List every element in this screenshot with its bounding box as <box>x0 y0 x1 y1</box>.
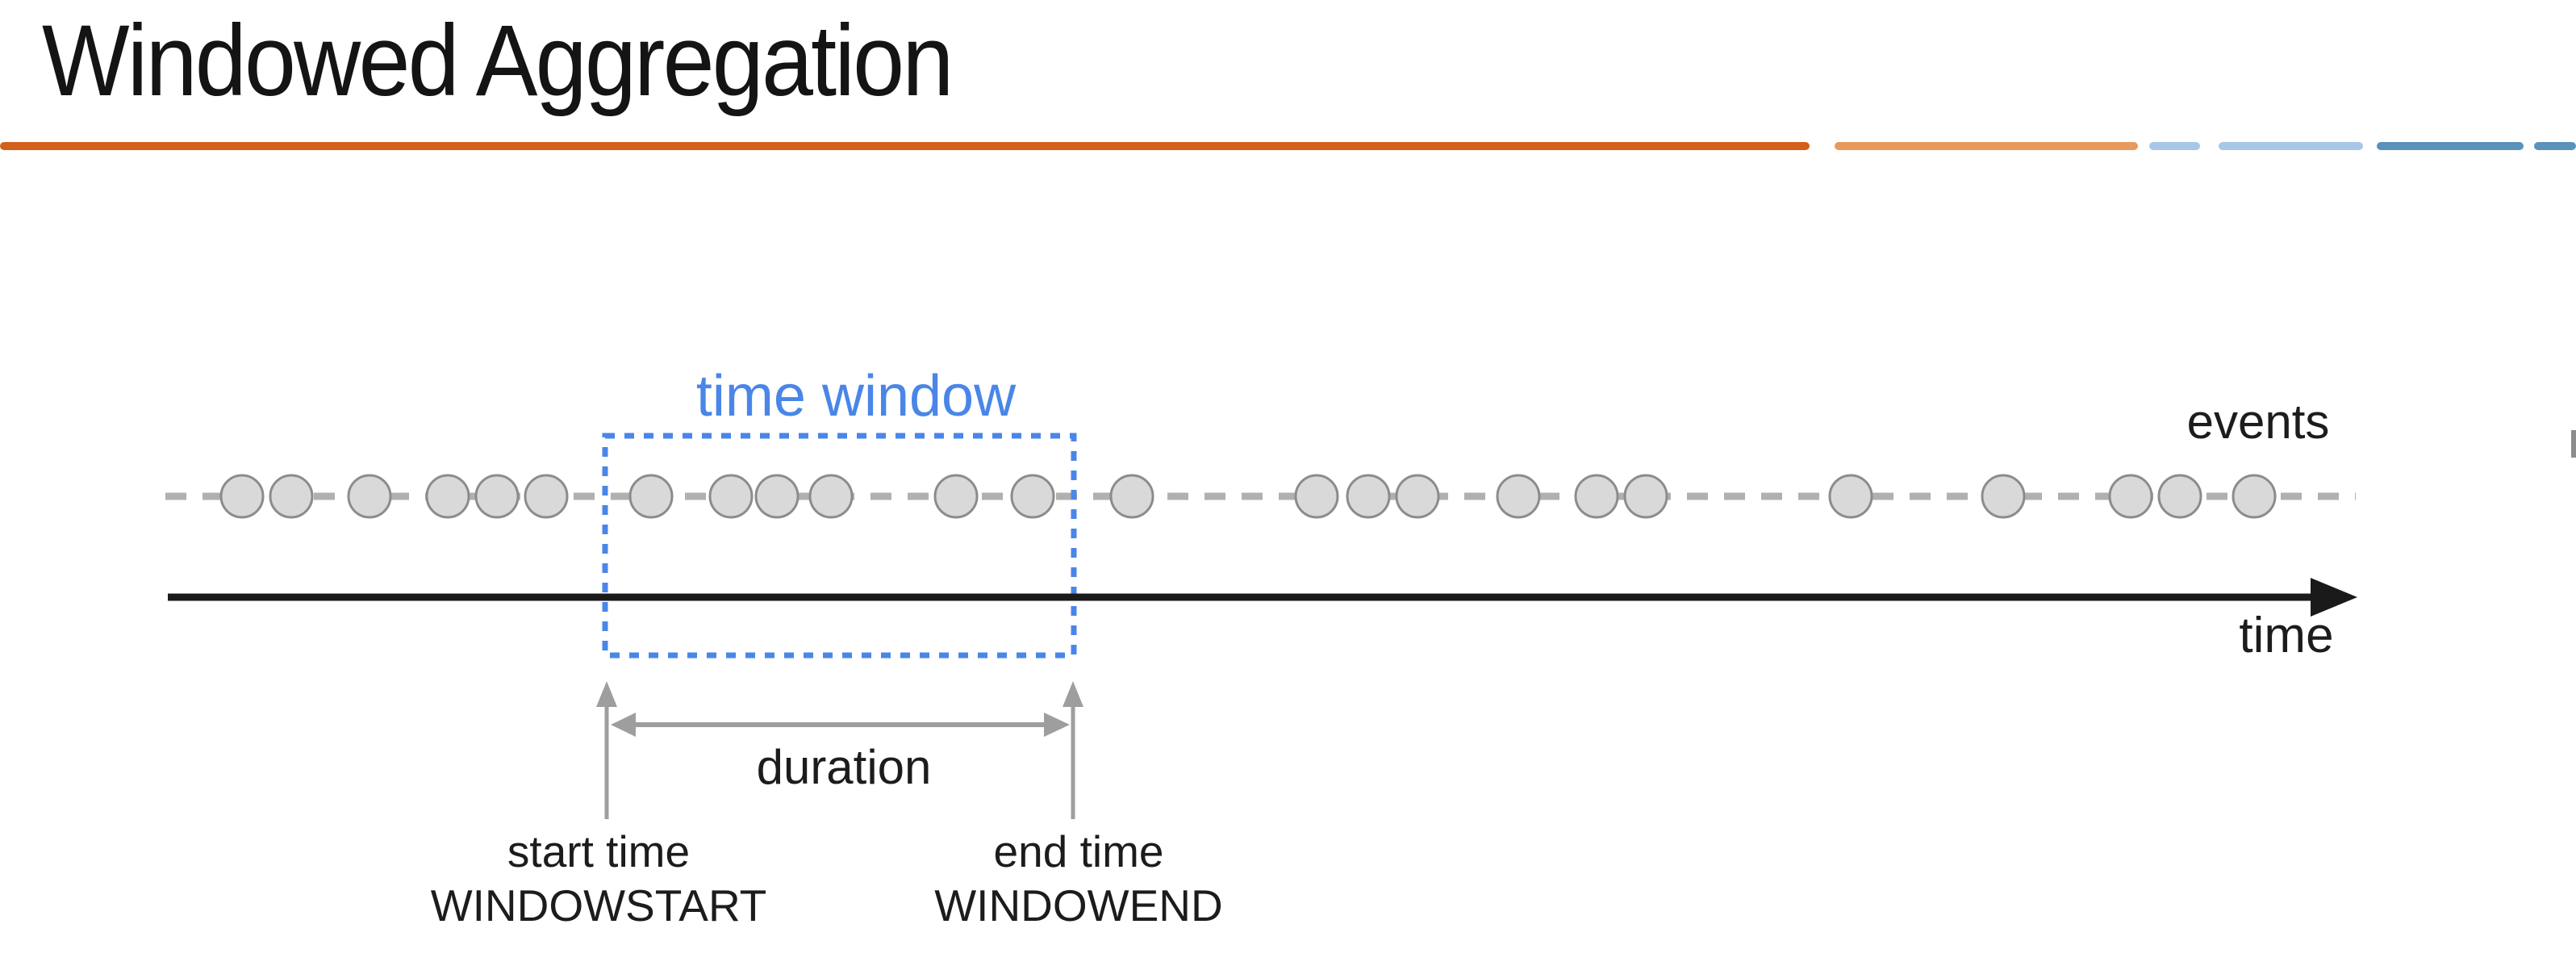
duration-label: duration <box>756 740 932 794</box>
event-dot <box>933 474 979 519</box>
event-dot <box>269 474 314 519</box>
event-dot <box>2157 474 2202 519</box>
event-dot <box>708 474 754 519</box>
time-axis-label: time <box>2239 608 2334 663</box>
window-boundary-arrowhead <box>1063 681 1083 707</box>
event-dot <box>1346 474 1391 519</box>
duration-arrowhead-left <box>611 713 636 737</box>
event-dot <box>1294 474 1339 519</box>
event-dot <box>1109 474 1154 519</box>
event-dot <box>628 474 674 519</box>
event-dot <box>1496 474 1541 519</box>
event-dot <box>524 474 569 519</box>
windowstart-text: WINDOWSTART <box>430 880 767 931</box>
event-dot <box>2108 474 2153 519</box>
title-divider <box>0 142 2576 150</box>
event-dot <box>425 474 470 519</box>
end-time-text: end time <box>993 826 1164 876</box>
duration-arrowhead-right <box>1044 713 1070 737</box>
divider-segment <box>1835 142 2138 150</box>
event-dot <box>2232 474 2277 519</box>
slide-title: Windowed Aggregation <box>42 5 954 117</box>
event-dot <box>808 474 854 519</box>
time-window-rect <box>602 433 1077 659</box>
event-dot <box>1828 474 1873 519</box>
window-boundary-arrowhead <box>596 681 617 707</box>
right-edge-fragment <box>2571 430 2576 458</box>
divider-segment <box>2534 142 2576 150</box>
event-dot <box>1574 474 1619 519</box>
event-dot <box>1010 474 1055 519</box>
event-dot <box>347 474 392 519</box>
window-start-label: start time WINDOWSTART <box>431 825 767 933</box>
time-axis-arrowhead <box>2311 578 2357 617</box>
event-dot <box>1395 474 1440 519</box>
event-dot <box>474 474 520 519</box>
event-dot <box>219 474 265 519</box>
windowend-text: WINDOWEND <box>934 880 1223 931</box>
start-time-text: start time <box>507 826 691 876</box>
time-window-label: time window <box>695 364 1017 429</box>
divider-segment <box>2219 142 2363 150</box>
divider-segment <box>0 142 1810 150</box>
divider-segment <box>2149 142 2200 150</box>
event-dot <box>1981 474 2026 519</box>
event-dot <box>754 474 800 519</box>
window-end-label: end time WINDOWEND <box>934 825 1222 933</box>
divider-segment <box>2377 142 2524 150</box>
event-dot <box>1623 474 1668 519</box>
events-label: events <box>2186 395 2330 449</box>
